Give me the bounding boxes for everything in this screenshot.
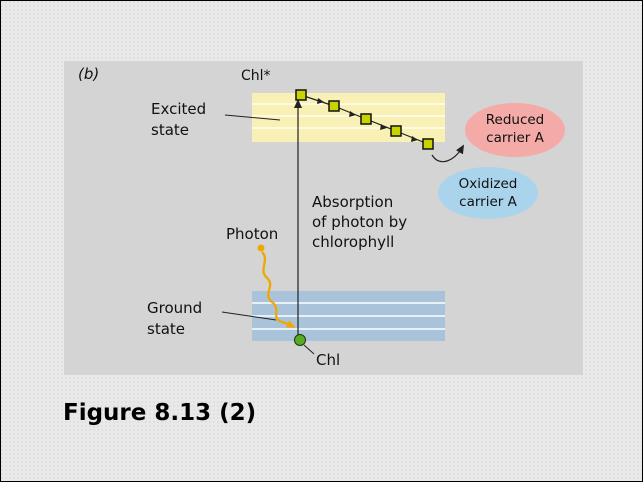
reduced-label-line2: carrier A <box>486 130 544 146</box>
electron-marker <box>328 100 340 112</box>
oxidized-label-line1: Oxidized <box>459 176 518 192</box>
chlorophyll-dot <box>294 334 306 346</box>
excited-label-line2: state <box>151 121 189 139</box>
absorption-label-line3: chlorophyll <box>312 233 394 251</box>
absorption-label-line2: of photon by <box>312 213 407 231</box>
ground-leader-line <box>221 311 277 321</box>
electron-marker <box>422 138 434 150</box>
ground-state-band <box>252 291 445 341</box>
oxidized-label-line2: carrier A <box>459 194 517 210</box>
oxidized-carrier-ellipse <box>438 167 538 219</box>
chl-star-label: Chl* <box>241 68 271 84</box>
electron-markers <box>295 89 434 150</box>
electron-marker <box>390 125 402 137</box>
electron-marker <box>360 113 372 125</box>
excited-state-band <box>252 93 445 142</box>
excited-label-line1: Excited <box>151 100 206 118</box>
figure-caption: Figure 8.13 (2) <box>63 400 257 426</box>
ground-label-line1: Ground <box>147 299 202 317</box>
photon-label: Photon <box>226 225 278 243</box>
absorption-label-line1: Absorption <box>312 193 393 211</box>
reduced-carrier-ellipse <box>465 103 565 157</box>
reduction-arrow <box>431 144 465 163</box>
reduced-label-line1: Reduced <box>486 112 545 128</box>
ground-label-line2: state <box>147 320 185 338</box>
electron-marker <box>295 89 307 101</box>
chl-leader-line <box>303 344 315 355</box>
photon-dot <box>257 244 265 252</box>
panel-label: (b) <box>78 65 99 83</box>
excited-leader-line <box>224 114 281 121</box>
chl-label: Chl <box>316 351 340 369</box>
photon-path <box>257 244 296 328</box>
